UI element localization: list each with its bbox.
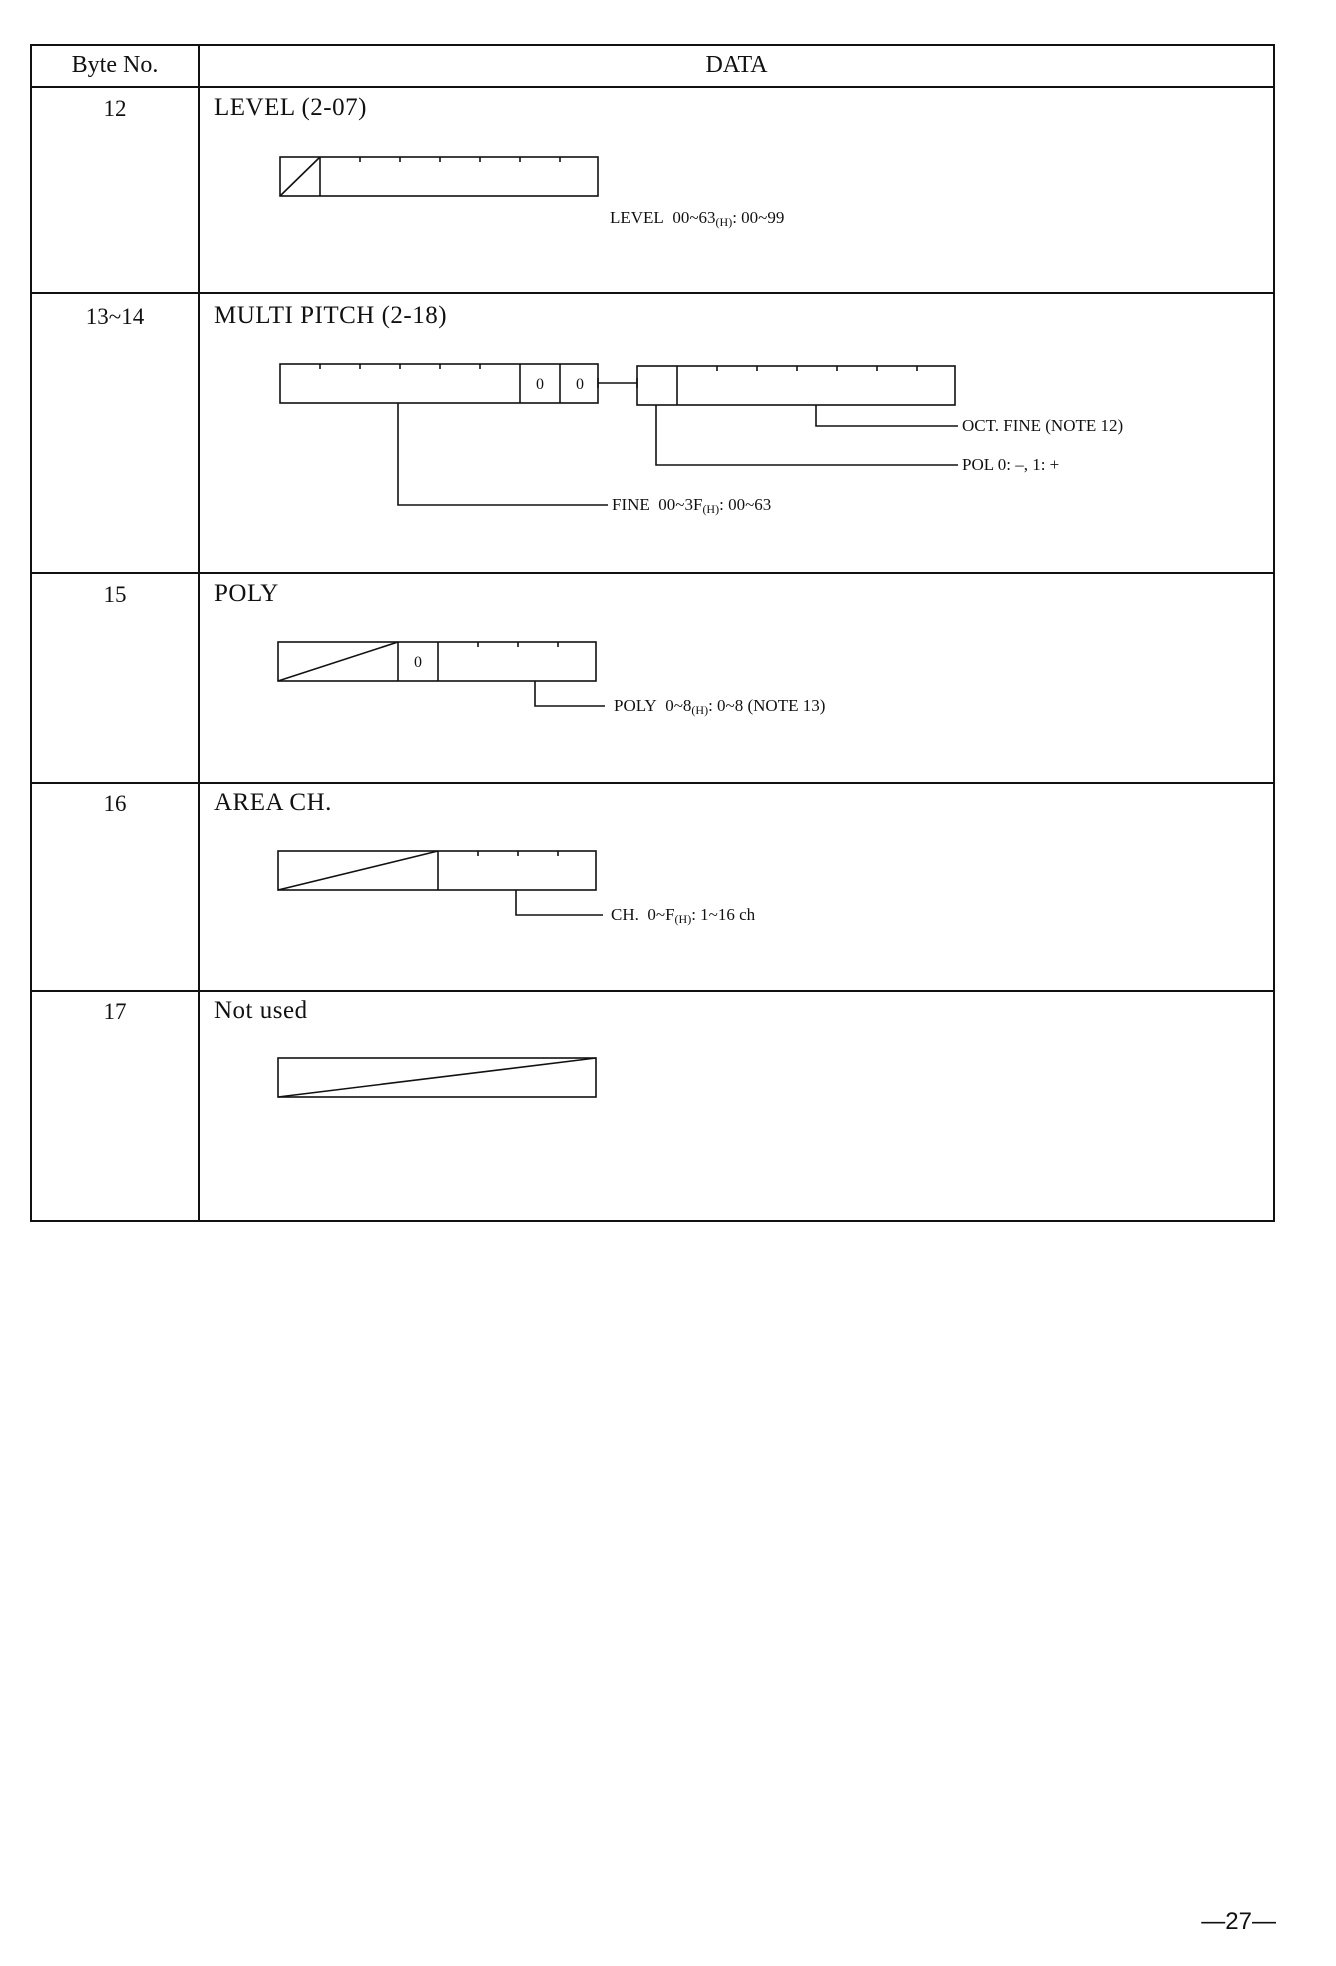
row-title: POLY — [214, 580, 279, 607]
header-divider — [32, 86, 1273, 88]
header-byte-no: Byte No. — [71, 52, 159, 78]
row-divider — [32, 782, 1273, 784]
row-title: MULTI PITCH (2-18) — [214, 302, 448, 329]
byte-number: 16 — [103, 791, 127, 816]
row-divider — [32, 292, 1273, 294]
data-format-table: Byte No. DATA 12 13~14 15 16 17 LEVEL (2… — [30, 44, 1275, 1222]
header-data: DATA — [705, 52, 768, 78]
row-divider — [32, 990, 1273, 992]
byte-number: 17 — [103, 999, 127, 1024]
row-title: AREA CH. — [214, 789, 332, 816]
ch-range-label: CH. 0~F(H): 1~16 ch — [611, 905, 756, 926]
row-title: Not used — [214, 997, 308, 1024]
pol-label: POL 0: –, 1: + — [962, 455, 1060, 474]
byte-number: 15 — [103, 582, 127, 607]
row-title: LEVEL (2-07) — [214, 94, 367, 121]
column-divider — [198, 46, 200, 1220]
oct-fine-label: OCT. FINE (NOTE 12) — [962, 416, 1124, 435]
row-divider — [32, 572, 1273, 574]
poly-range-label: POLY 0~8(H): 0~8 (NOTE 13) — [614, 696, 826, 717]
fine-range-label: FINE 00~3F(H): 00~63 — [612, 495, 772, 516]
byte-number: 12 — [103, 96, 127, 121]
page-number: —27— — [1201, 1908, 1276, 1935]
level-range-label: LEVEL 00~63(H): 00~99 — [610, 208, 785, 229]
byte-number: 13~14 — [85, 304, 145, 329]
